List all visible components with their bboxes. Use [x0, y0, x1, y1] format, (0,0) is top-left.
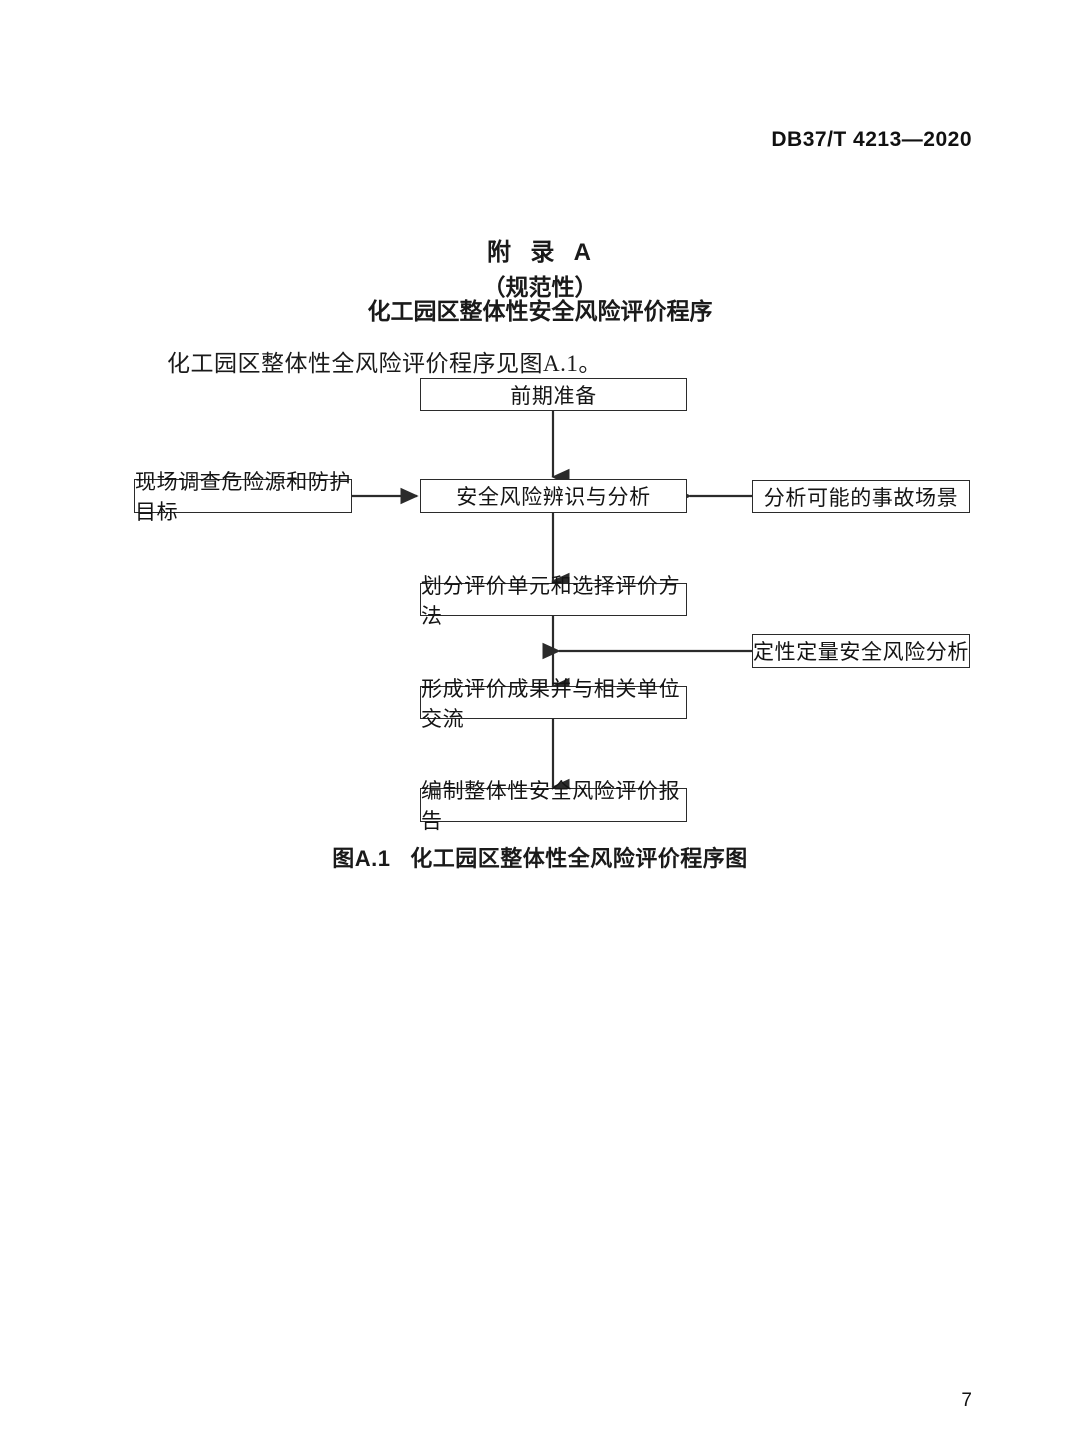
- flow-node-preparation: 前期准备: [420, 378, 687, 411]
- intro-paragraph: 化工园区整体性全风险评价程序见图A.1。: [167, 351, 602, 376]
- flow-node-qualitative-quantitative-analysis: 定性定量安全风险分析: [752, 634, 970, 668]
- annex-name-heading: 化工园区整体性安全风险评价程序: [367, 298, 713, 324]
- flow-node-site-survey: 现场调查危险源和防护目标: [134, 470, 352, 524]
- flow-node-accident-scenarios: 分析可能的事故场景: [752, 480, 970, 513]
- flow-node-risk-identification: 安全风险辨识与分析: [420, 479, 687, 513]
- figure-caption: 图A.1 化工园区整体性全风险评价程序图: [332, 846, 748, 871]
- flow-node-results-exchange: 形成评价成果并与相关单位交流: [420, 677, 687, 731]
- page-number: 7: [961, 1390, 972, 1411]
- page-header-standard-number: DB37/T 4213—2020: [771, 128, 972, 151]
- flow-node-final-report: 编制整体性安全风险评价报告: [420, 779, 687, 833]
- annex-kind-label: （规范性）: [482, 274, 598, 300]
- flow-node-unit-division: 划分评价单元和选择评价方法: [420, 574, 687, 628]
- annex-title: 附 录 A: [486, 239, 593, 266]
